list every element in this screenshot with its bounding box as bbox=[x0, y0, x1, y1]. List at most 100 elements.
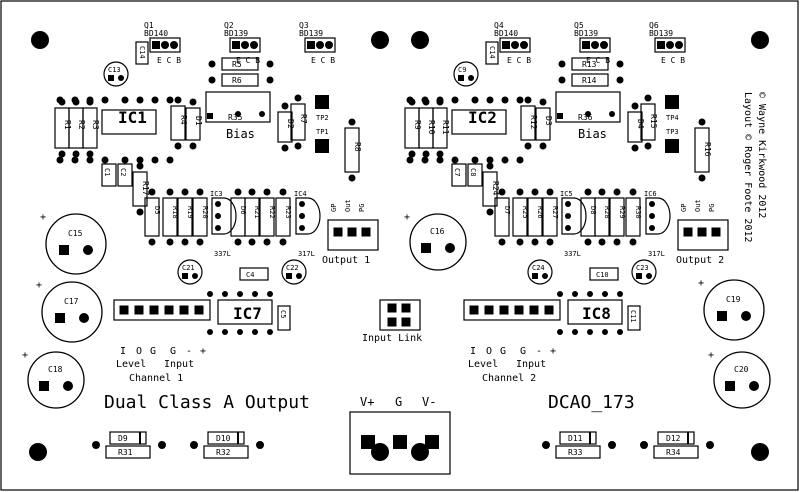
capacitor-outline bbox=[453, 61, 479, 87]
pad bbox=[267, 329, 273, 335]
pad bbox=[299, 201, 305, 207]
square-pad bbox=[725, 381, 735, 391]
component-label: D8 bbox=[589, 206, 597, 214]
square-pad bbox=[55, 313, 65, 323]
pad bbox=[72, 98, 80, 106]
mounting-hole bbox=[411, 31, 429, 49]
transistor-part: BD139 bbox=[649, 29, 673, 38]
capacitor-label: C17 bbox=[64, 297, 79, 306]
square-pad bbox=[39, 381, 49, 391]
pad bbox=[267, 291, 273, 297]
square-pad bbox=[333, 227, 343, 237]
regulator-outline bbox=[211, 197, 237, 235]
pin-order-label: E C B bbox=[311, 56, 335, 65]
pad bbox=[136, 208, 144, 216]
pad bbox=[83, 245, 93, 255]
capacitor-label: C4 bbox=[246, 271, 254, 279]
pad bbox=[408, 98, 416, 106]
pad bbox=[266, 76, 274, 84]
polarity-mark: + bbox=[22, 350, 28, 361]
resistor-body bbox=[221, 73, 259, 87]
pad bbox=[531, 238, 539, 246]
square-pad bbox=[119, 305, 129, 315]
pad bbox=[436, 150, 444, 158]
mounting-hole bbox=[29, 443, 47, 461]
pad bbox=[616, 60, 624, 68]
pad bbox=[649, 213, 655, 219]
input-link-label: Input Link bbox=[362, 333, 423, 344]
capacitor-label: C10 bbox=[596, 271, 609, 279]
capacitor-label: C8 bbox=[469, 168, 477, 176]
pad bbox=[222, 329, 228, 335]
transistor-part: BD139 bbox=[574, 29, 598, 38]
pin-label: G bbox=[170, 346, 176, 357]
square-pad bbox=[387, 317, 397, 327]
pad bbox=[602, 291, 608, 297]
pad bbox=[542, 273, 548, 279]
square-pad bbox=[529, 305, 539, 315]
square-pad bbox=[207, 113, 213, 119]
capacitor-label: C16 bbox=[430, 227, 445, 236]
pad bbox=[166, 156, 174, 164]
resistor-body bbox=[653, 445, 699, 459]
pad bbox=[166, 188, 174, 196]
pad bbox=[148, 188, 156, 196]
pad bbox=[572, 329, 578, 335]
pad bbox=[72, 150, 80, 158]
pad bbox=[741, 311, 751, 321]
square-pad bbox=[665, 95, 679, 109]
resistor-label: R2 bbox=[77, 120, 86, 130]
capacitor-label: C7 bbox=[453, 168, 461, 176]
square-pad bbox=[469, 305, 479, 315]
component-body bbox=[512, 197, 528, 237]
resistor-label: R7 bbox=[299, 114, 308, 124]
capacitor-outline bbox=[703, 279, 765, 341]
transistor-body bbox=[654, 37, 686, 53]
pad bbox=[248, 238, 256, 246]
pad bbox=[252, 329, 258, 335]
resistor-label: R13 bbox=[582, 60, 597, 69]
resistor-label: R11 bbox=[441, 120, 450, 135]
pad bbox=[408, 150, 416, 158]
pad bbox=[524, 96, 532, 104]
pad bbox=[151, 156, 159, 164]
regulator-part: 317L bbox=[648, 250, 665, 258]
resistor-body bbox=[82, 107, 98, 149]
pin-label: G bbox=[520, 346, 526, 357]
pad bbox=[166, 96, 174, 104]
trimmer-outline bbox=[205, 91, 271, 123]
square-pad bbox=[657, 41, 665, 49]
transistor-part: BD139 bbox=[224, 29, 248, 38]
pad bbox=[58, 98, 66, 106]
pad bbox=[208, 60, 216, 68]
capacitor-label: C1 bbox=[103, 168, 111, 176]
pad bbox=[644, 142, 652, 150]
diode-body bbox=[207, 431, 245, 445]
pad bbox=[565, 225, 571, 231]
transistor-part: BD140 bbox=[144, 29, 168, 38]
resistor-label: R3 bbox=[91, 120, 100, 130]
capacitor-label: C5 bbox=[279, 310, 287, 318]
pad bbox=[546, 238, 554, 246]
pin-label: Out bbox=[344, 199, 352, 212]
pad bbox=[558, 76, 566, 84]
resistor-label: R10 bbox=[427, 120, 436, 135]
pad bbox=[207, 329, 213, 335]
pad bbox=[706, 441, 714, 449]
pad bbox=[471, 156, 479, 164]
pin-label: + bbox=[550, 346, 556, 357]
transistor-part: BD140 bbox=[494, 29, 518, 38]
pad bbox=[136, 96, 144, 104]
input-link-outline bbox=[379, 299, 421, 331]
transistor-ref: Q6 bbox=[649, 21, 659, 30]
pad bbox=[294, 94, 302, 102]
pad bbox=[92, 441, 100, 449]
pin-label: Out bbox=[694, 199, 702, 212]
pad bbox=[71, 156, 79, 164]
power-connector bbox=[349, 411, 451, 475]
resistor-body bbox=[132, 171, 148, 207]
resistor-label: R6 bbox=[232, 76, 242, 85]
capacitor-body bbox=[627, 305, 641, 331]
mounting-hole bbox=[31, 31, 49, 49]
square-pad bbox=[544, 305, 554, 315]
